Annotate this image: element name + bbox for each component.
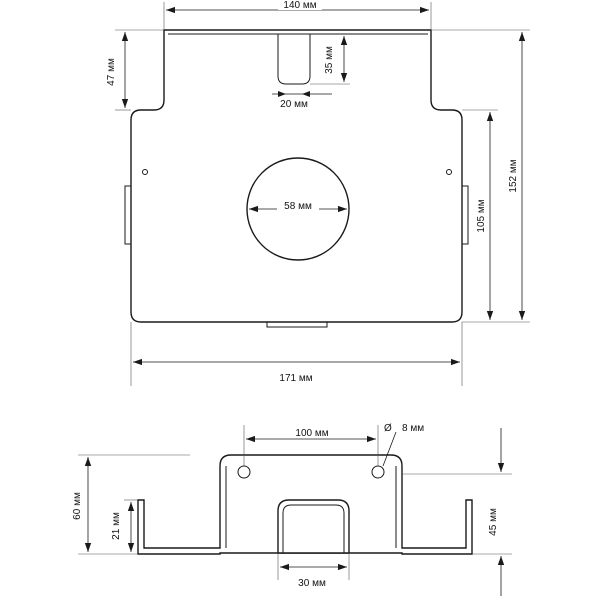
dim-60-label: 60 мм: [72, 492, 83, 520]
top-slot: [277, 34, 311, 85]
front-slot: [277, 499, 350, 554]
small-hole-left: [142, 169, 148, 175]
right-tab: [461, 185, 469, 245]
dim-20-label: 20 мм: [280, 99, 308, 110]
dim-45-label: 45 мм: [488, 508, 499, 536]
top-view: 140 мм 47 мм 35 мм 20 мм 58 мм 105 мм 15…: [106, 0, 530, 386]
diameter-symbol: Ø: [384, 423, 392, 434]
dim-8-label: 8 мм: [402, 423, 424, 434]
bottom-tab: [266, 321, 328, 328]
dim-58-label: 58 мм: [284, 201, 312, 212]
dim-47-label: 47 мм: [106, 58, 117, 86]
left-tab: [124, 185, 132, 245]
dim-35-label: 35 мм: [324, 46, 335, 74]
dim-100-label: 100 мм: [295, 428, 328, 439]
leader-diameter: [382, 431, 397, 467]
dim-21-label: 21 мм: [111, 512, 122, 540]
dim-105-label: 105 мм: [476, 199, 487, 232]
front-view: 100 мм Ø 8 мм 60 мм 21 мм 45 мм 30 мм: [72, 423, 512, 596]
dim-152-label: 152 мм: [508, 159, 519, 192]
dim-171-label: 171 мм: [279, 373, 312, 384]
small-hole-right: [446, 169, 452, 175]
dim-30-label: 30 мм: [298, 578, 326, 589]
dim-140-label: 140 мм: [283, 0, 316, 11]
